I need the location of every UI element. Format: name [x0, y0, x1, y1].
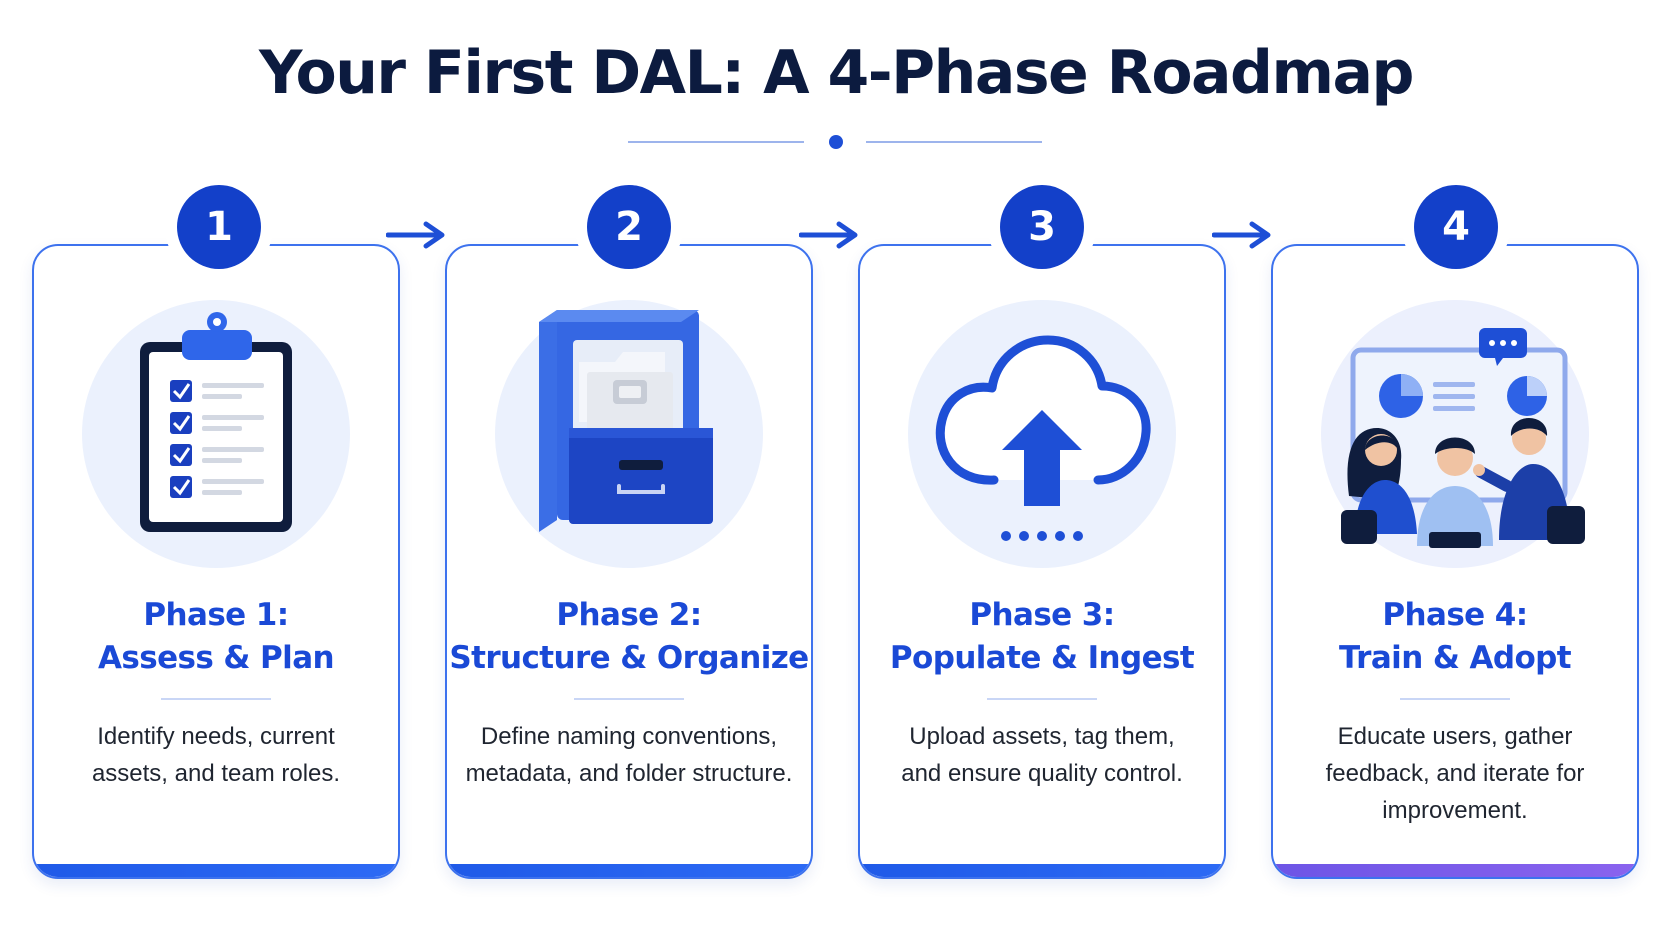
file-cabinet-icon: [495, 300, 763, 568]
title-divider: [987, 698, 1097, 700]
title-rule-right: [866, 141, 1042, 143]
phase-2-description: Define naming conventions, metadata, and…: [465, 723, 793, 787]
title-divider: [1400, 698, 1510, 700]
page-title: Your First DAL: A 4-Phase Roadmap: [259, 38, 1414, 108]
arrow-right-icon: [799, 221, 858, 249]
title-dot: [829, 135, 843, 149]
phase-card-2: [445, 244, 813, 879]
phase-label: Phase 4:: [1382, 597, 1528, 633]
phase-4-description: Educate users, gather feedback, and iter…: [1325, 723, 1585, 824]
card-accent-bar: [1273, 864, 1637, 877]
title-rule-left: [628, 141, 804, 143]
phase-4-title: Phase 4: Train & Adopt: [1271, 594, 1639, 680]
arrow-right-icon: [1212, 221, 1271, 249]
card-accent-bar: [34, 864, 398, 877]
phase-3-title: Phase 3: Populate & Ingest: [858, 594, 1226, 680]
title-divider: [574, 698, 684, 700]
clipboard-checklist-icon: [82, 300, 350, 568]
phase-1-description: Identify needs, current assets, and team…: [91, 723, 341, 787]
phase-3-description: Upload assets, tag them, and ensure qual…: [901, 723, 1183, 787]
card-accent-bar: [447, 864, 811, 877]
cloud-upload-icon: [908, 300, 1176, 568]
arrow-right-icon: [386, 221, 445, 249]
phase-label: Phase 1:: [143, 597, 289, 633]
team-training-icon: [1321, 300, 1589, 568]
phase-number-badge: 1: [177, 185, 261, 269]
phase-2-title: Phase 2: Structure & Organize: [445, 594, 813, 680]
phase-name: Structure & Organize: [449, 640, 809, 676]
phase-number-badge: 2: [587, 185, 671, 269]
card-accent-bar: [860, 864, 1224, 877]
phase-name: Train & Adopt: [1339, 640, 1572, 676]
phase-name: Assess & Plan: [98, 640, 335, 676]
phase-label: Phase 3:: [969, 597, 1115, 633]
phase-number-badge: 4: [1414, 185, 1498, 269]
phase-number-badge: 3: [1000, 185, 1084, 269]
phase-1-title: Phase 1: Assess & Plan: [32, 594, 400, 680]
phase-label: Phase 2:: [556, 597, 702, 633]
title-divider: [161, 698, 271, 700]
phase-name: Populate & Ingest: [889, 640, 1195, 676]
